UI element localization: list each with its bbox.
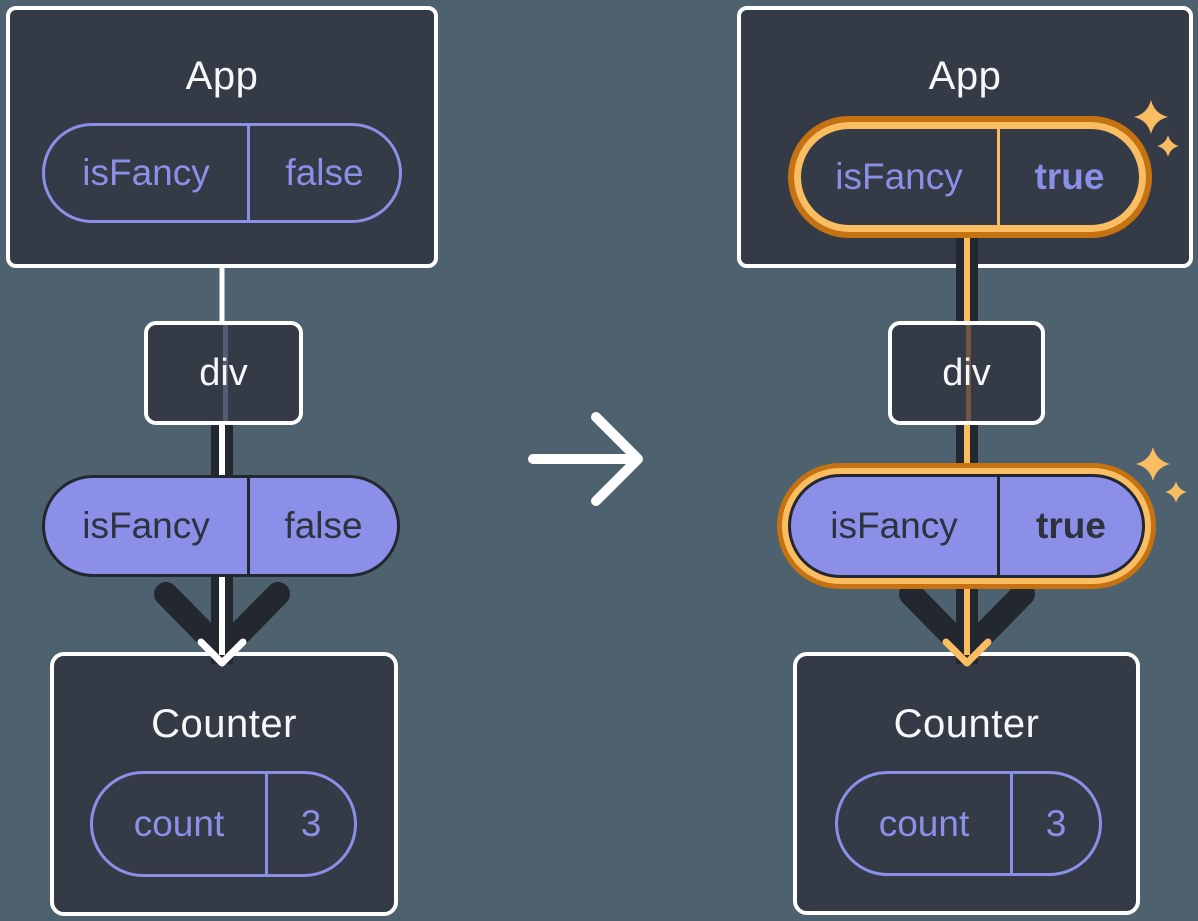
arrow-tip-left (197, 638, 247, 667)
prop-name: isFancy (82, 505, 210, 546)
pill-divider (247, 478, 250, 574)
prop-value: true (1036, 505, 1106, 546)
pill-divider (1010, 774, 1013, 873)
div-label: div (942, 351, 991, 394)
app-prop-pill-right-highlighted: isFancy true (794, 122, 1146, 232)
prop-value: false (284, 505, 363, 546)
sparkle-icon (1134, 100, 1168, 134)
div-element-box-right: div (888, 321, 1045, 425)
pill-divider (247, 126, 250, 220)
state-value: 3 (300, 803, 322, 844)
state-name: count (878, 802, 970, 844)
app-title: App (185, 54, 259, 98)
counter-state-pill-left: count 3 (90, 771, 357, 877)
counter-title: Counter (151, 702, 297, 746)
prop-name: isFancy (82, 152, 210, 193)
app-title: App (928, 54, 1002, 98)
sparkle-icon (1165, 481, 1187, 503)
counter-title: Counter (893, 702, 1040, 746)
sparkle-icon (1136, 447, 1170, 481)
counter-state-pill-right: count 3 (835, 771, 1102, 876)
pill-divider (265, 774, 268, 874)
sparkle-icon (1157, 135, 1179, 157)
prop-value: true (1034, 156, 1105, 197)
prop-pill-left: isFancy false (42, 475, 400, 577)
state-value: 3 (1045, 802, 1067, 844)
pill-divider (997, 129, 1000, 225)
right-arrow-icon (528, 412, 643, 506)
prop-pill-right-highlighted: isFancy true (788, 474, 1145, 578)
prop-name: isFancy (830, 505, 958, 546)
passthrough-line (223, 325, 228, 421)
prop-value: false (285, 152, 364, 193)
div-element-box-left: div (144, 321, 303, 425)
pill-divider (997, 477, 1000, 575)
prop-name: isFancy (835, 156, 963, 197)
div-label: div (199, 351, 248, 394)
arrow-tip-right (942, 638, 992, 667)
state-name: count (133, 803, 225, 844)
passthrough-line (966, 325, 971, 421)
app-prop-pill-left: isFancy false (42, 123, 402, 223)
